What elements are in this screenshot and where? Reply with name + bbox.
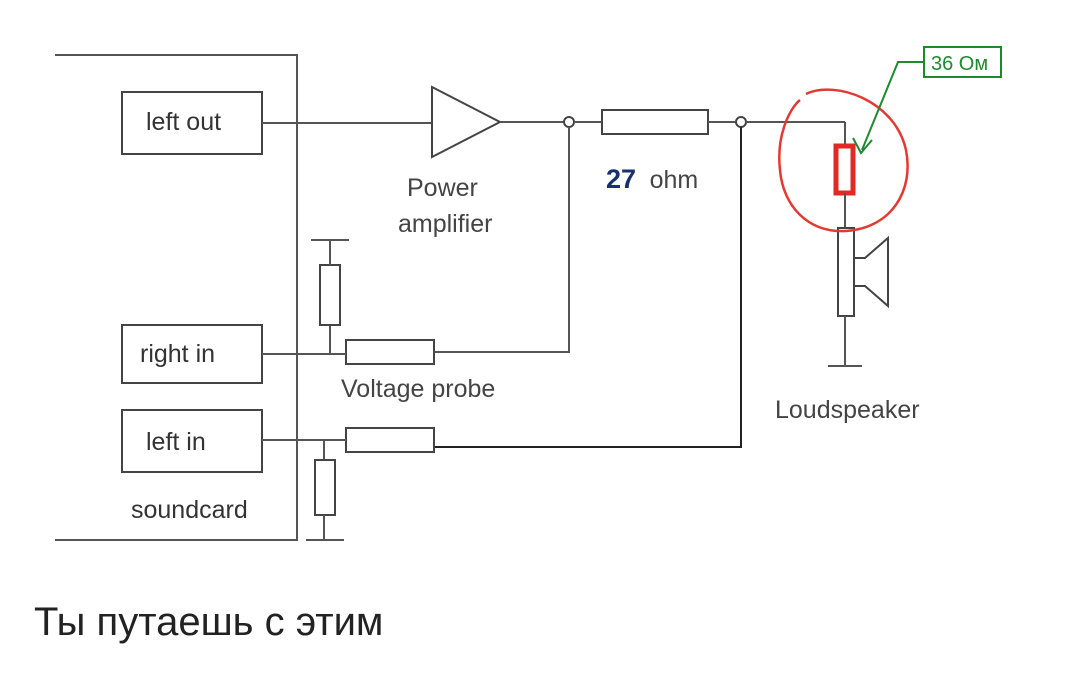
soundcard-outline bbox=[55, 54, 298, 541]
svg-text:left in: left in bbox=[146, 428, 206, 456]
port-left-out: left out bbox=[121, 91, 263, 155]
port-right-in: right in bbox=[121, 324, 263, 384]
caption-text: Ты путаешь с этим bbox=[34, 600, 384, 644]
power-amplifier-symbol bbox=[431, 85, 503, 159]
port-left-in: left in bbox=[121, 409, 263, 473]
resistor-value-number: 27 bbox=[606, 164, 636, 194]
annotation-arrow-head bbox=[852, 137, 873, 155]
junction-node-2 bbox=[735, 116, 747, 128]
wire-left-in-feedback bbox=[434, 127, 742, 448]
amplifier-label-line2: amplifier bbox=[398, 210, 492, 238]
svg-text:right in: right in bbox=[140, 340, 215, 368]
resistor-value-label: 27 ohm bbox=[606, 164, 698, 194]
amplifier-label-line1: Power bbox=[407, 174, 478, 202]
wire-right-in-probe bbox=[434, 127, 570, 353]
annotation-text: 36 Ом bbox=[931, 53, 988, 75]
svg-text:left out: left out bbox=[146, 108, 221, 136]
loudspeaker-label: Loudspeaker bbox=[775, 396, 920, 424]
resistor-left-shunt bbox=[314, 459, 336, 516]
annotation-arrow bbox=[861, 61, 924, 151]
resistor-right-shunt bbox=[319, 264, 341, 326]
circuit-diagram: soundcard left out right in left in Powe… bbox=[55, 46, 1002, 541]
voltage-probe-label: Voltage probe bbox=[341, 375, 495, 403]
resistor-value-unit: ohm bbox=[650, 166, 699, 194]
soundcard-label: soundcard bbox=[131, 496, 248, 524]
loudspeaker-symbol bbox=[837, 227, 889, 317]
resistor-left-probe bbox=[345, 427, 435, 453]
resistor-27-ohm bbox=[601, 109, 709, 135]
resistor-voltage-probe bbox=[345, 339, 435, 365]
highlight-circle bbox=[778, 88, 909, 233]
junction-node-1 bbox=[563, 116, 575, 128]
resistor-36-ohm-highlight bbox=[833, 143, 856, 196]
annotation-box bbox=[923, 46, 1002, 78]
